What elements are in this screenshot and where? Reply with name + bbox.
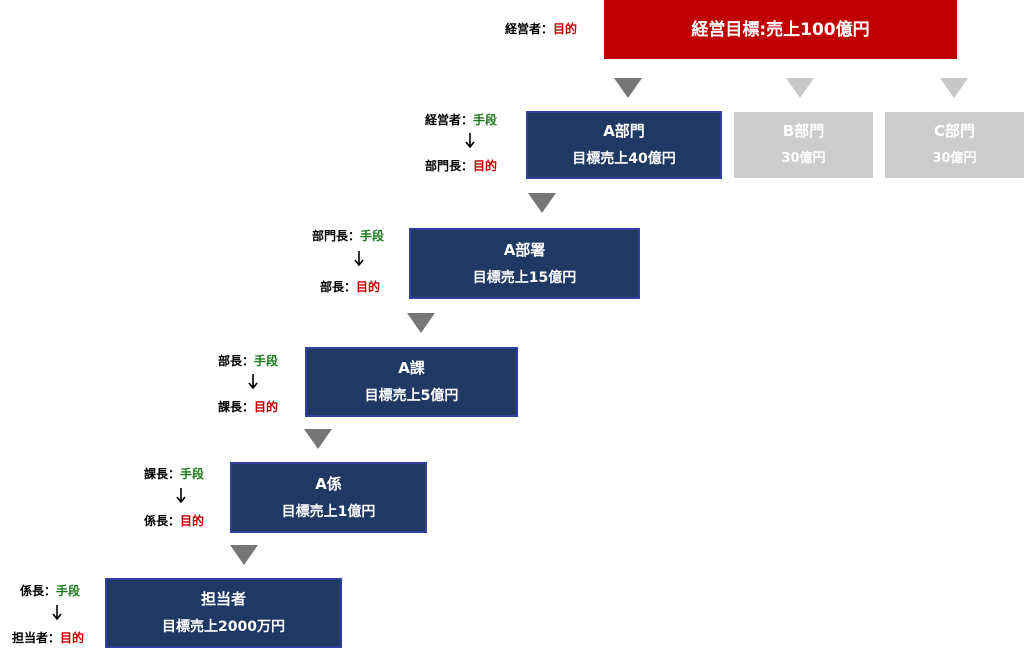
unit-box: A係 目標売上1億円: [230, 462, 427, 533]
dept-label-upper: 経営者：手段: [425, 111, 497, 128]
bureau-target: 目標売上15億円: [472, 269, 577, 286]
section-upper-sep: ：: [242, 354, 255, 368]
dept-lower-sep: ：: [461, 159, 474, 173]
company-goal-text: 経営目標:売上100億円: [691, 19, 870, 40]
bureau-upper-means: 手段: [360, 229, 385, 243]
person-upper-sep: ：: [44, 584, 57, 598]
dept-label-lower: 部門長：目的: [425, 157, 497, 174]
dept-a-box: A部門 目標売上40億円: [526, 111, 722, 179]
person-label-upper: 係長：手段: [20, 582, 80, 599]
bureau-box: A部署 目標売上15億円: [409, 228, 640, 299]
dept-c-box: C部門 30億円: [885, 112, 1024, 178]
bureau-upper-sep: ：: [348, 229, 361, 243]
dept-upper-means: 手段: [473, 113, 498, 127]
section-name: A課: [398, 359, 425, 377]
dept-a-target: 目標売上40億円: [572, 151, 676, 167]
dept-upper-role: 経営者: [425, 113, 462, 127]
section-lower-role: 課長: [218, 400, 243, 414]
bureau-upper-role: 部門長: [312, 229, 349, 243]
dept-upper-sep: ：: [461, 113, 474, 127]
company-goal-box: 経営目標:売上100億円: [604, 0, 957, 59]
dept-lower-role: 部門長: [425, 159, 462, 173]
bureau-label-upper: 部門長：手段: [312, 227, 384, 244]
top-sep: ：: [541, 22, 554, 36]
section-lower-purpose: 目的: [254, 400, 279, 414]
section-label-upper: 部長：手段: [218, 352, 278, 369]
unit-lower-sep: ：: [168, 514, 181, 528]
unit-name: A係: [315, 474, 342, 493]
section-label-lower: 課長：目的: [218, 398, 278, 415]
unit-lower-purpose: 目的: [180, 514, 205, 528]
bureau-name: A部署: [503, 240, 546, 259]
section-target: 目標売上5億円: [364, 388, 459, 404]
down-arrow-b: [786, 78, 814, 98]
down-arrow-bureau: [528, 193, 556, 213]
dept-c-target: 30億円: [932, 151, 977, 166]
down-arrow-person: [230, 545, 258, 565]
bureau-lower-purpose: 目的: [356, 280, 381, 294]
person-name: 担当者: [200, 590, 246, 608]
bureau-label-lower: 部長：目的: [320, 278, 380, 295]
person-lower-purpose: 目的: [60, 631, 85, 645]
dept-b-name: B部門: [782, 122, 825, 140]
down-arrow-a: [614, 78, 642, 98]
dept-c-name: C部門: [933, 122, 975, 140]
person-box: 担当者 目標売上2000万円: [105, 578, 342, 648]
top-label: 経営者：目的: [505, 20, 577, 37]
unit-label-lower: 係長：目的: [144, 512, 204, 529]
top-role: 経営者: [505, 22, 542, 36]
bureau-lower-sep: ：: [344, 280, 357, 294]
section-upper-role: 部長: [218, 354, 243, 368]
down-arrow-c: [940, 78, 968, 98]
section-upper-means: 手段: [254, 354, 279, 368]
dept-small-arrow-icon: [465, 133, 475, 149]
person-upper-means: 手段: [56, 584, 81, 598]
person-label-lower: 担当者：目的: [12, 629, 84, 646]
unit-upper-sep: ：: [168, 467, 181, 481]
person-small-arrow-icon: [52, 605, 62, 621]
bureau-small-arrow-icon: [354, 251, 364, 267]
unit-target: 目標売上1億円: [281, 503, 376, 520]
dept-b-target: 30億円: [781, 151, 826, 166]
unit-small-arrow-icon: [176, 488, 186, 504]
unit-label-upper: 課長：手段: [144, 465, 204, 482]
dept-lower-purpose: 目的: [473, 159, 498, 173]
unit-lower-role: 係長: [144, 514, 169, 528]
down-arrow-section: [407, 313, 435, 333]
section-lower-sep: ：: [242, 400, 255, 414]
top-purpose: 目的: [553, 22, 578, 36]
down-arrow-unit: [304, 429, 332, 449]
section-small-arrow-icon: [248, 374, 258, 390]
person-lower-role: 担当者: [12, 631, 49, 645]
dept-a-name: A部門: [603, 122, 645, 140]
section-box: A課 目標売上5億円: [305, 347, 518, 417]
person-lower-sep: ：: [48, 631, 61, 645]
bureau-lower-role: 部長: [320, 280, 345, 294]
dept-b-box: B部門 30億円: [734, 112, 873, 178]
person-target: 目標売上2000万円: [162, 619, 285, 635]
person-upper-role: 係長: [20, 584, 45, 598]
unit-upper-role: 課長: [144, 467, 169, 481]
unit-upper-means: 手段: [180, 467, 205, 481]
